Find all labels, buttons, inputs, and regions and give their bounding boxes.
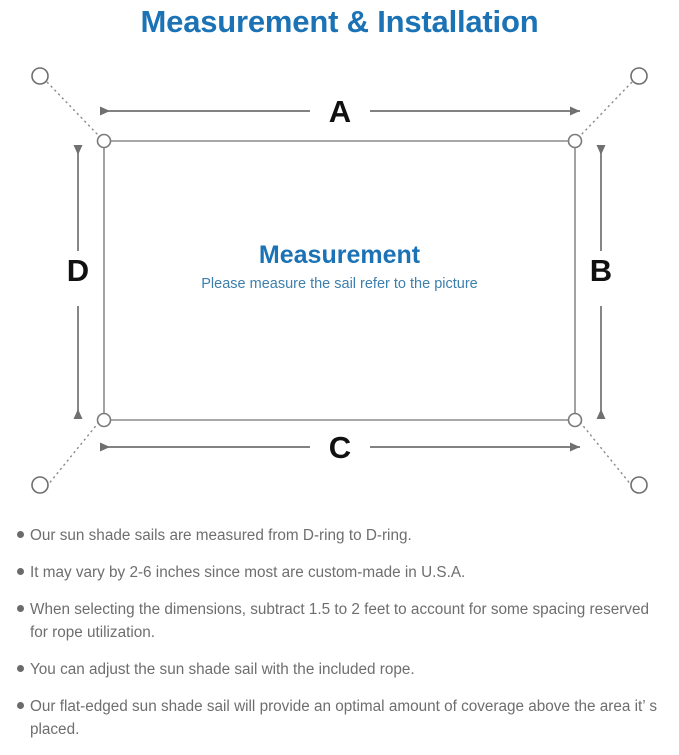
note-text: You can adjust the sun shade sail with t… [30, 661, 415, 678]
note-text: It may vary by 2-6 inches since most are… [30, 564, 466, 581]
d-ring-top-right [567, 133, 583, 149]
note-text: Our flat-edged sun shade sail will provi… [30, 698, 657, 738]
diagram-svg [31, 67, 648, 494]
d-rings [96, 133, 583, 428]
sun-shade-sail-measurement-diagram: A B C D [0, 46, 679, 516]
rope-line-bottom-left [46, 421, 100, 487]
bullet-icon [10, 561, 30, 575]
anchor-point-bottom-right [630, 476, 648, 494]
bullet-icon [10, 658, 30, 672]
anchor-point-top-left [31, 67, 49, 85]
note-text: Our sun shade sails are measured from D-… [30, 527, 412, 544]
list-item: When selecting the dimensions, subtract … [0, 598, 679, 658]
anchor-point-bottom-left [31, 476, 49, 494]
list-item: Our sun shade sails are measured from D-… [0, 524, 679, 561]
note-text: When selecting the dimensions, subtract … [30, 601, 650, 641]
d-ring-bottom-left [96, 412, 112, 428]
list-item: You can adjust the sun shade sail with t… [0, 658, 679, 695]
rope-line-bottom-right [579, 421, 633, 487]
bullet-icon [10, 695, 30, 709]
anchor-point-top-right [630, 67, 648, 85]
rope-lines [46, 81, 633, 487]
notes-list: Our sun shade sails are measured from D-… [0, 524, 679, 755]
bullet-icon [10, 524, 30, 538]
d-ring-bottom-right [567, 412, 583, 428]
d-ring-top-left [96, 133, 112, 149]
sail-rectangle [103, 140, 576, 421]
anchor-points [31, 67, 648, 494]
page-title: Measurement & Installation [140, 4, 539, 39]
list-item: It may vary by 2-6 inches since most are… [0, 561, 679, 598]
list-item: Our flat-edged sun shade sail will provi… [0, 695, 679, 755]
bullet-icon [10, 598, 30, 612]
rope-line-top-left [46, 81, 100, 137]
rope-line-top-right [579, 81, 633, 137]
